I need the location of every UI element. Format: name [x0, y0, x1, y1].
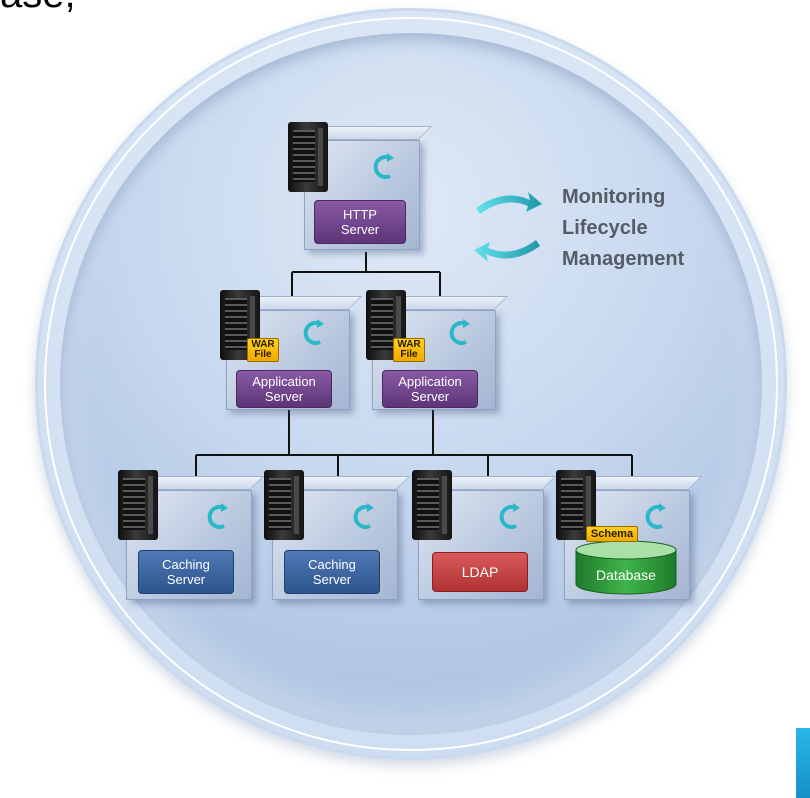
caching-server-label: Caching Server [138, 550, 234, 594]
label-line-1: Application [252, 374, 316, 389]
lifecycle-arrows-icon [499, 503, 520, 529]
label-line-1: HTTP [343, 207, 377, 222]
lifecycle-arrows-icon [207, 503, 228, 529]
caching-server-label: Caching Server [284, 550, 380, 594]
tag-line-1: WAR [397, 339, 421, 350]
label-line-1: LDAP [461, 563, 499, 580]
war-file-tag: WAR File [393, 338, 425, 362]
tag-line-2: File [254, 349, 272, 360]
tag-line-1: WAR [251, 339, 275, 350]
server-tower-icon [288, 122, 328, 192]
label-line-1: Caching [308, 557, 356, 572]
lifecycle-arrows-icon [449, 319, 470, 345]
server-tower-icon [412, 470, 452, 540]
label-line-2: Server [340, 222, 380, 237]
label-line-2: Server [410, 389, 450, 404]
server-tower-icon [556, 470, 596, 540]
application-server-label: Application Server [382, 370, 478, 408]
legend-lifecycle: Lifecycle [562, 217, 648, 239]
server-tower-icon [118, 470, 158, 540]
http-server-label: HTTP Server [314, 200, 406, 244]
label-line-2: Server [166, 572, 206, 587]
top-text-fragment: ase, [0, 0, 76, 17]
database-cylinder-icon [575, 540, 677, 595]
corner-accent [796, 728, 810, 798]
label-line-1: Application [398, 374, 462, 389]
schema-tag: Schema [586, 526, 638, 542]
label-line-2: Server [312, 572, 352, 587]
lifecycle-arrows-icon [303, 319, 324, 345]
label-line-2: Server [264, 389, 304, 404]
war-file-tag: WAR File [247, 338, 279, 362]
legend-management: Management [562, 248, 685, 270]
orb-highlight-ring [44, 17, 778, 751]
legend-text: Monitoring Lifecycle Management [562, 182, 684, 275]
label-line-1: Caching [162, 557, 210, 572]
legend-monitoring: Monitoring [562, 186, 666, 208]
tag-line-2: File [400, 349, 418, 360]
lifecycle-legend-icon [474, 192, 542, 262]
server-tower-icon [264, 470, 304, 540]
label-line-1: Database [596, 566, 656, 583]
application-server-label: Application Server [236, 370, 332, 408]
ldap-label: LDAP [432, 552, 528, 592]
lifecycle-arrows-icon [373, 153, 394, 179]
lifecycle-arrows-icon [353, 503, 374, 529]
database-label: Database [574, 562, 678, 588]
lifecycle-arrows-icon [645, 503, 666, 529]
